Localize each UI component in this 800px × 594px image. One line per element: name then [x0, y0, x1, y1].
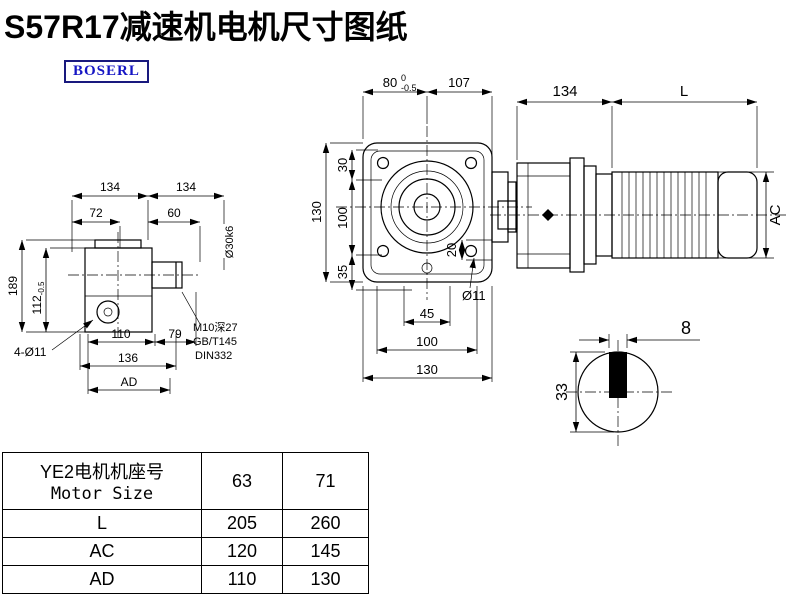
table-cell-value: 260: [282, 509, 369, 538]
side-view: 134 L AC: [490, 83, 786, 273]
table-header-cn: YE2电机机座号: [39, 462, 165, 482]
table-row: AC 120 145: [2, 537, 369, 566]
technical-drawing: 134 134 72 60 Ø30k6 189 112-0.5 110 79 1…: [6, 73, 786, 446]
table-cell-value: 110: [201, 565, 283, 594]
dim-label-134: 134: [552, 83, 577, 100]
bolt-hole: [376, 156, 390, 170]
dim-label-72: 72: [89, 206, 103, 220]
dim-label-33: 33: [554, 383, 571, 401]
table-row: L 205 260: [2, 509, 369, 538]
table-cell-value: 145: [282, 537, 369, 566]
table-row: AD 110 130: [2, 565, 369, 594]
dim-label-136: 136: [118, 351, 138, 365]
keyway-slot: [609, 352, 627, 398]
bolt-hole: [464, 244, 478, 258]
output-shaft: [151, 261, 183, 289]
table-cell-label: L: [2, 509, 202, 538]
side-view-dims: [516, 98, 774, 259]
table-header-63: 63: [201, 452, 283, 510]
dim-label-107: 107: [448, 75, 470, 90]
dim-label-L: L: [680, 83, 688, 100]
dim-label-45: 45: [420, 306, 434, 321]
left-view: 134 134 72 60 Ø30k6 189 112-0.5 110 79 1…: [6, 180, 238, 394]
dim-label-30: 30: [335, 158, 350, 172]
note-standard-din: DIN332: [195, 350, 232, 362]
shaft-bore: [413, 193, 441, 221]
dim-label-110: 110: [111, 327, 130, 341]
gearbox-housing-side: [84, 247, 153, 333]
dim-label-shaft-dia: Ø30k6: [224, 226, 236, 258]
shaft-section: 8 33: [554, 318, 700, 446]
bolt-hole: [464, 156, 478, 170]
dim-label-AD: AD: [121, 375, 138, 389]
table-header-en: Motor Size: [50, 484, 154, 504]
dim-label-79: 79: [168, 327, 182, 341]
table-cell-label: AC: [2, 537, 202, 566]
dim-label-112: 112-0.5: [30, 281, 46, 314]
dim-label-134-a: 134: [100, 180, 120, 194]
table-cell-value: 130: [282, 565, 369, 594]
dim-label-key-width-8: 8: [681, 318, 691, 338]
bolt-hole: [376, 244, 390, 258]
dim-label-4xO11: 4-Ø11: [14, 345, 47, 359]
dim-label-80-tol-lower: -0.5: [401, 83, 417, 93]
dim-label-80: 80: [383, 75, 397, 90]
table-header-motor-size: YE2电机机座号 Motor Size: [2, 452, 202, 510]
dim-label-35: 35: [335, 265, 350, 279]
brand-logo: BOSERL: [64, 60, 149, 83]
note-tap-hole: M10深27: [193, 321, 238, 334]
dim-label-60: 60: [167, 206, 181, 220]
dim-label-189: 189: [6, 276, 20, 296]
mounting-hole: [96, 300, 120, 324]
page-title: S57R17减速机电机尺寸图纸: [4, 9, 408, 45]
front-view: 80 0 -0.5 107 130 30 100 35 20 45 100 13…: [309, 73, 532, 382]
front-view-dims: [322, 88, 493, 382]
dim-label-100-left: 100: [335, 207, 350, 229]
note-standard-gb: GB/T145: [193, 336, 237, 348]
dim-label-130-bottom: 130: [416, 362, 438, 377]
side-view-body: [490, 157, 786, 273]
shaft-section-dims: [570, 334, 700, 433]
dim-label-O11: Ø11: [462, 288, 486, 303]
motor-size-table: YE2电机机座号 Motor Size 63 71 L 205 260 AC 1…: [2, 452, 369, 594]
flange-circle: [380, 160, 474, 254]
table-header-71: 71: [282, 452, 369, 510]
left-view-dims: [18, 192, 225, 394]
dim-label-134-b: 134: [176, 180, 196, 194]
left-view-body: [68, 232, 200, 340]
dim-label-100-bottom: 100: [416, 334, 438, 349]
dim-label-AC: AC: [767, 204, 784, 225]
table-cell-label: AD: [2, 565, 202, 594]
centerline-marker: [542, 209, 554, 221]
front-view-body: [336, 126, 532, 300]
dim-label-80-tol-upper: 0: [401, 73, 406, 83]
dim-label-130-left: 130: [309, 201, 324, 223]
dim-label-20: 20: [444, 243, 459, 257]
table-cell-value: 205: [201, 509, 283, 538]
table-cell-value: 120: [201, 537, 283, 566]
